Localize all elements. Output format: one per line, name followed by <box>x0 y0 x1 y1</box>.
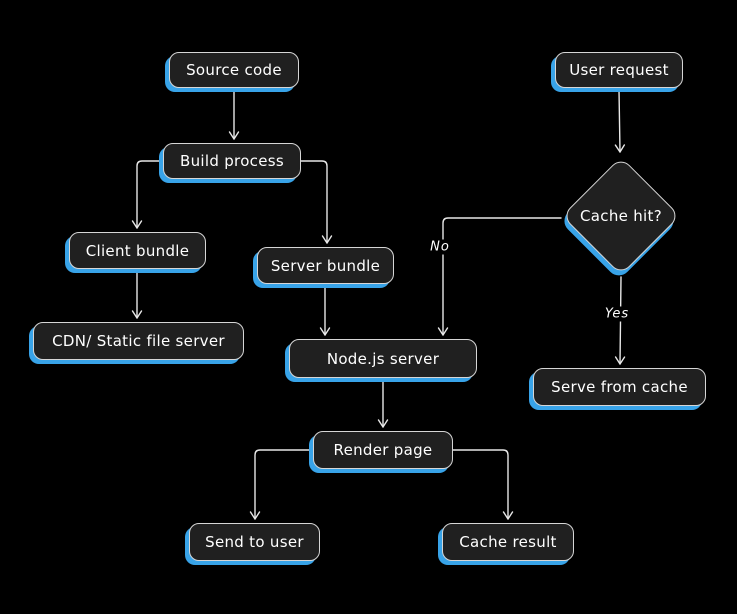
node-label-server-bundle: Server bundle <box>270 256 381 275</box>
node-label-build-process: Build process <box>180 152 284 170</box>
node-label-cache-result: Cache result <box>459 533 557 551</box>
node-user-request: User request <box>555 52 683 88</box>
node-cache-result: Cache result <box>442 523 574 561</box>
node-label-client-bundle: Client bundle <box>85 241 190 260</box>
node-label-user-request: User request <box>569 61 669 79</box>
node-label-serve-from-cache: Serve from cache <box>551 378 688 396</box>
node-nodejs-server: Node.js server <box>289 339 477 378</box>
node-cache-hit: Cache hit? <box>561 156 681 276</box>
node-build-process: Build process <box>163 143 301 179</box>
node-label-nodejs-server: Node.js server <box>326 349 440 368</box>
node-label-cache-hit: Cache hit? <box>580 207 662 225</box>
node-serve-from-cache: Serve from cache <box>533 368 706 406</box>
node-label-cdn-static-file-server: CDN/ Static file server <box>52 332 225 350</box>
node-source-code: Source code <box>169 52 299 88</box>
node-cdn-static-file-server: CDN/ Static file server <box>33 322 244 360</box>
node-client-bundle: Client bundle <box>69 232 206 269</box>
node-label-send-to-user: Send to user <box>205 533 304 551</box>
edge-label-no: No <box>427 239 453 255</box>
node-send-to-user: Send to user <box>189 523 320 561</box>
edge-label-yes: Yes <box>601 306 633 322</box>
node-render-page: Render page <box>313 431 453 469</box>
node-label-render-page: Render page <box>333 441 433 459</box>
node-label-source-code: Source code <box>186 61 282 79</box>
node-server-bundle: Server bundle <box>257 247 394 284</box>
